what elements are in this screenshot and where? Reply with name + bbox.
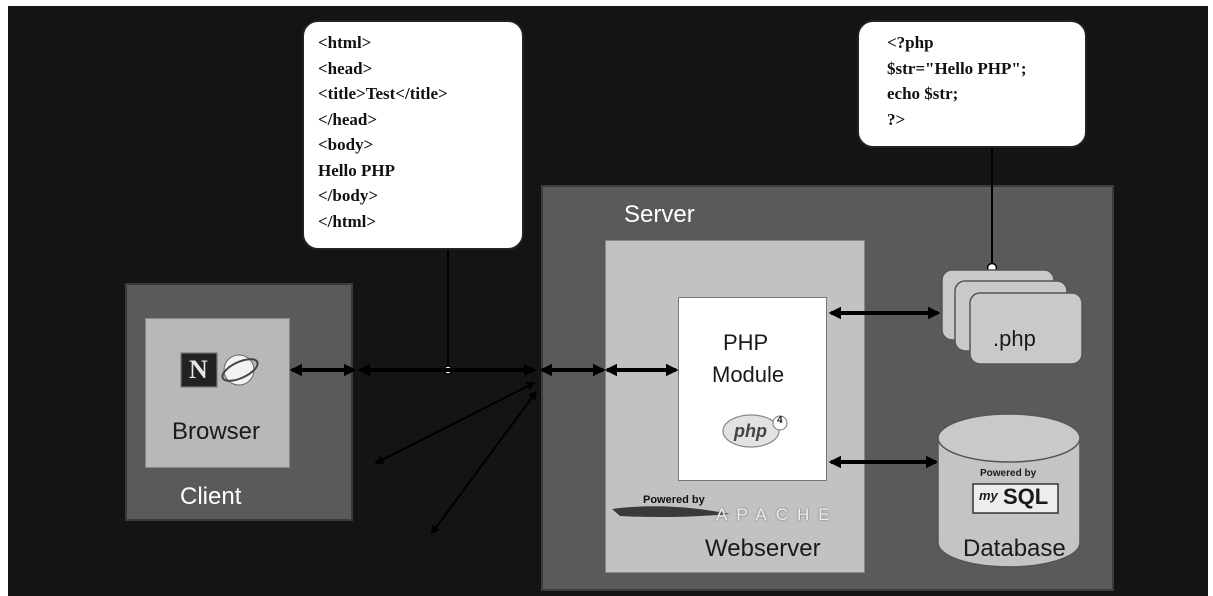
- apache-powered-by: Powered by: [643, 494, 705, 506]
- php-file-label: .php: [993, 326, 1036, 351]
- network-arrow-diagonal-2: [430, 390, 538, 535]
- php-module-label-line1: PHP: [723, 330, 769, 355]
- mysql-logo-text: SQL: [1003, 484, 1049, 509]
- php-logo-text: php: [734, 421, 767, 441]
- apache-feather-icon: [612, 506, 730, 518]
- html-code-line: Hello PHP: [318, 160, 395, 180]
- client-label: Client: [180, 483, 242, 510]
- html-code-line: <title>Test</title>: [318, 84, 448, 103]
- php-code-line: <?php: [887, 33, 934, 52]
- server-label: Server: [624, 201, 695, 228]
- database-label: Database: [963, 535, 1066, 562]
- webserver-label: Webserver: [705, 535, 821, 562]
- php-module-box: [678, 297, 827, 481]
- apache-name: APACHE: [716, 505, 839, 524]
- html-code-line: <body>: [318, 135, 374, 154]
- php-files-stack: [941, 269, 1083, 365]
- browser-box: [145, 318, 290, 468]
- php-code-line: echo $str;: [887, 84, 959, 103]
- html-code-line: <head>: [318, 58, 373, 78]
- network-arrow-diagonal-1: [374, 382, 536, 464]
- html-code-line: </head>: [318, 109, 378, 129]
- php-code-bubble: <?php $str="Hello PHP"; echo $str; ?>: [857, 20, 1087, 148]
- php-module-label-line2: Module: [712, 362, 785, 387]
- mysql-logo: [972, 483, 1059, 514]
- php-code-line: ?>: [887, 109, 906, 129]
- html-code-bubble: <html> <head> <title>Test</title> </head…: [302, 20, 524, 250]
- php-logo: [722, 414, 788, 448]
- php-code-line: $str="Hello PHP";: [887, 58, 1027, 78]
- netscape-icon: [180, 352, 218, 388]
- html-code-line: <html>: [318, 33, 372, 52]
- mysql-logo-prefix: my: [979, 488, 998, 503]
- netscape-glyph: N: [189, 355, 208, 384]
- internet-explorer-icon: [221, 354, 259, 386]
- php-logo-version: 4: [777, 415, 783, 426]
- html-code-line: </body>: [318, 186, 379, 205]
- html-code-line: </html>: [318, 211, 377, 231]
- browser-label: Browser: [172, 418, 261, 445]
- mysql-powered-by: Powered by: [980, 468, 1037, 479]
